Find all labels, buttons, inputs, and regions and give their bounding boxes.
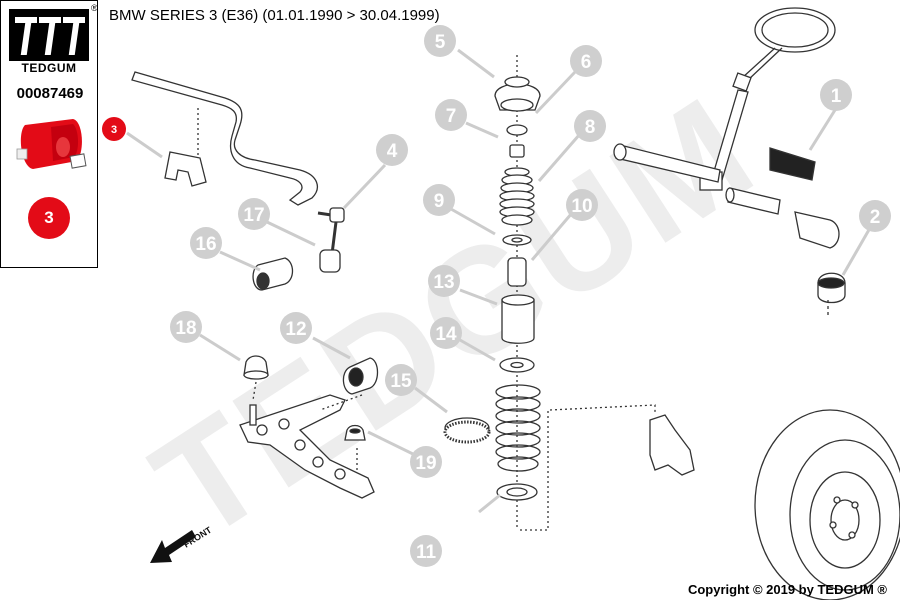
callout-label: 3 xyxy=(111,124,117,136)
callout-2[interactable]: 2 xyxy=(859,200,891,232)
callout-circle xyxy=(376,134,408,166)
callout-label: 6 xyxy=(581,52,592,73)
callout-circle xyxy=(170,311,202,343)
callout-9[interactable]: 9 xyxy=(423,184,455,216)
brand-name: TEDGUM xyxy=(21,61,77,75)
control-arm xyxy=(239,355,491,499)
part-info-panel: ® TEDGUM 00087469 3 xyxy=(0,0,98,268)
callout-label: 15 xyxy=(390,371,412,392)
callout-circle xyxy=(424,25,456,57)
copyright-notice: Copyright © 2019 by TEDGUM ® xyxy=(687,582,887,597)
strut-stack xyxy=(494,55,695,531)
callout-label: 7 xyxy=(446,106,457,127)
callout-label: 9 xyxy=(434,191,445,212)
callout-label: 1 xyxy=(831,86,842,107)
callout-label: 19 xyxy=(415,453,436,474)
registered-mark: ® xyxy=(91,3,98,13)
callout-circle xyxy=(570,45,602,77)
callout-circle xyxy=(423,184,455,216)
callout-leaders xyxy=(126,48,872,514)
callout-label: 10 xyxy=(571,196,592,217)
callout-label: 16 xyxy=(195,234,216,255)
callout-label: 2 xyxy=(870,207,881,228)
callout-circle xyxy=(102,117,126,141)
wheel xyxy=(754,409,900,600)
callout-6[interactable]: 6 xyxy=(570,45,602,77)
callout-circle xyxy=(190,227,222,259)
callout-1[interactable]: 1 xyxy=(820,79,852,111)
callout-label: 14 xyxy=(435,324,457,345)
steering-assembly xyxy=(613,7,846,318)
callout-label: 4 xyxy=(387,141,398,162)
callout-circle xyxy=(428,265,460,297)
callout-circle xyxy=(410,446,442,478)
callout-16[interactable]: 16 xyxy=(190,227,222,259)
callout-label: 17 xyxy=(243,205,264,226)
callout-15[interactable]: 15 xyxy=(385,364,417,396)
callout-7[interactable]: 7 xyxy=(435,99,467,131)
callout-circle xyxy=(566,189,598,221)
bushing-product-image xyxy=(16,119,87,169)
stabilizer-bar xyxy=(131,71,345,291)
highlighted-part-label: 3 xyxy=(44,208,54,227)
callout-label: 11 xyxy=(416,542,437,563)
callout-17[interactable]: 17 xyxy=(238,198,270,230)
callout-label: 8 xyxy=(585,117,596,138)
page-title: BMW SERIES 3 (E36) (01.01.1990 > 30.04.1… xyxy=(109,7,440,24)
callout-circle xyxy=(238,198,270,230)
callout-label: 13 xyxy=(433,272,454,293)
callout-8[interactable]: 8 xyxy=(574,110,606,142)
callout-circle xyxy=(820,79,852,111)
callout-13[interactable]: 13 xyxy=(428,265,460,297)
callout-11[interactable]: 11 xyxy=(410,535,442,567)
callout-circle xyxy=(435,99,467,131)
callout-circle xyxy=(430,317,462,349)
callout-circle xyxy=(574,110,606,142)
part-number: 00087469 xyxy=(16,85,84,102)
callout-circle xyxy=(410,535,442,567)
callout-12[interactable]: 12 xyxy=(280,312,312,344)
callout-14[interactable]: 14 xyxy=(430,317,462,349)
callout-18[interactable]: 18 xyxy=(170,311,202,343)
callout-circle xyxy=(385,364,417,396)
callout-label: 5 xyxy=(435,32,446,53)
callout-label: 12 xyxy=(285,319,306,340)
callout-circle xyxy=(859,200,891,232)
callout-19[interactable]: 19 xyxy=(410,446,442,478)
tedgum-logo xyxy=(9,9,89,61)
callout-circle xyxy=(280,312,312,344)
callout-4[interactable]: 4 xyxy=(376,134,408,166)
callout-label: 18 xyxy=(175,318,196,339)
callout-10[interactable]: 10 xyxy=(566,189,598,221)
callout-3[interactable]: 3 xyxy=(102,117,126,141)
highlighted-part-badge: 3 xyxy=(28,197,70,239)
callout-5[interactable]: 5 xyxy=(424,25,456,57)
